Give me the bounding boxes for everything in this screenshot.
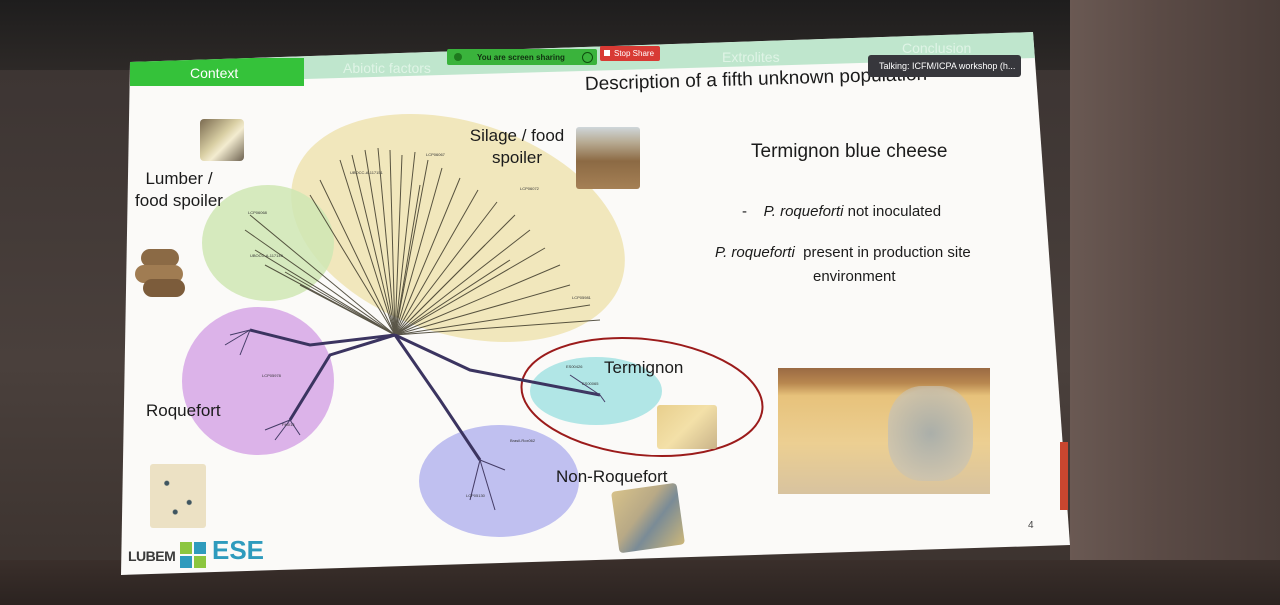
strain-label: LCP05981 [572,295,591,300]
ese-logo-mark [180,542,206,568]
lumber-group-label: Lumber / food spoiler [129,168,229,212]
tree-branches [244,147,601,336]
roquefort-cheese-photo [150,464,206,528]
species-name: P. roqueforti [715,244,795,261]
strain-label: UBOCC-A-117149 [250,253,283,258]
nav-active-highlight [130,58,304,86]
termignon-cheese-small-photo [657,405,717,449]
nav-item-abiotic-factors[interactable]: Abiotic factors [343,60,431,76]
termignon-cheese-large-photo [778,368,990,494]
silage-label-line1: Silage / food [469,126,565,145]
logs-photo [135,245,187,299]
strain-label: ES00065 [582,381,599,386]
termignon-group-label: Termignon [604,358,684,377]
nav-item-context[interactable]: Context [190,65,239,81]
stop-share-button[interactable]: Stop Share [600,46,660,61]
silage-cluster-ellipse [291,114,625,342]
non-roquefort-group-label: Non-Roquefort [556,467,668,486]
talking-indicator: Talking: ICFM/ICPA workshop (h... [868,55,1021,77]
lumber-label-line2: food spoiler [135,191,223,210]
species-name: P. roqueforti [763,203,844,220]
lubem-logo: LUBEM [128,548,176,564]
strain-label: LCP06068 [248,210,267,215]
bullet-dash: - [742,203,747,220]
sharing-status-text: You are screen sharing [477,52,565,62]
strain-label: LCP05978 [262,373,281,378]
bullet-line-1: - P. roqueforti not inoculated [742,203,941,220]
strain-label: UBOCC-A-117151 [350,170,383,175]
info-text: present in production site [803,244,971,261]
roquefort-group-label: Roquefort [146,401,221,420]
strain-label: Brasil-Rox062 [510,438,536,443]
tree-leaves [224,329,606,511]
info-line-2: P. roqueforti present in production site [715,244,971,261]
lumber-label-line1: Lumber / [145,169,213,188]
non-roquefort-cheese-photo [611,482,685,554]
nav-item-extrolites[interactable]: Extrolites [722,49,780,65]
strain-label: LCP06072 [520,186,539,191]
nav-item-conclusion[interactable]: Conclusion [902,40,972,56]
screen-sharing-indicator[interactable]: You are screen sharing [447,49,597,65]
room-wall [1070,0,1280,605]
strain-label: FM013 [282,422,295,427]
termignon-highlight-ellipse [520,336,764,458]
ese-logo-text: ESE [212,535,265,565]
termignon-cluster-ellipse [530,357,662,425]
tree-trunks [249,328,601,461]
right-heading: Termignon blue cheese [751,141,948,162]
bullet-text: not inoculated [847,203,942,220]
silage-photo [576,127,640,189]
non-roquefort-cluster-ellipse [419,425,579,537]
lumber-cluster-ellipse [202,185,334,301]
roquefort-cluster-ellipse [182,307,334,455]
sharing-settings-icon[interactable] [582,52,593,63]
screen-edge-tab [1060,442,1068,510]
silage-label-line2: spoiler [491,148,543,167]
silage-group-label: Silage / food spoiler [462,125,572,169]
page-number: 4 [1028,520,1034,531]
strain-label: ES00426 [566,364,583,369]
strain-label: LCP05130 [466,493,485,498]
sharing-dot-icon [454,53,462,61]
wood-board-photo [200,119,244,161]
strain-label: LCP06067 [426,152,445,157]
info-line-3: environment [813,268,896,285]
